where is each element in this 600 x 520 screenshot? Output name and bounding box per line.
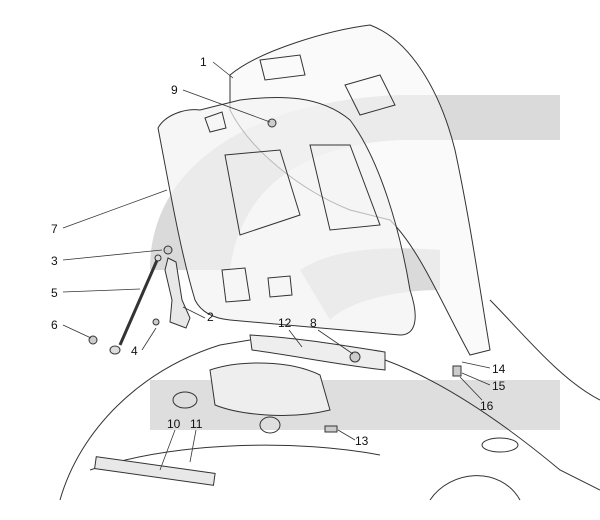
callout-1: 1	[200, 55, 207, 69]
callout-14: 14	[492, 362, 506, 376]
callout-13: 13	[355, 434, 369, 448]
hood-seal	[249, 334, 386, 371]
clip-13	[324, 425, 338, 433]
callout-15: 15	[492, 379, 506, 393]
gas-strut	[109, 254, 162, 355]
bolt-3	[163, 245, 173, 255]
hood-hinge	[164, 257, 191, 329]
callout-16: 16	[480, 399, 494, 413]
callout-10: 10	[167, 417, 181, 431]
leader-lines	[62, 61, 491, 471]
callout-5: 5	[51, 286, 58, 300]
callout-6: 6	[51, 318, 58, 332]
callout-2: 2	[207, 310, 214, 324]
stop-9	[267, 118, 277, 128]
callout-4: 4	[131, 344, 138, 358]
latch-15	[452, 365, 462, 377]
hood-insulation-panel	[157, 96, 416, 336]
callout-11: 11	[190, 417, 203, 431]
bumper-8	[349, 351, 361, 363]
callout-8: 8	[310, 316, 317, 330]
callout-9: 9	[171, 83, 178, 97]
callout-12: 12	[278, 316, 292, 330]
callout-7: 7	[51, 222, 58, 236]
callout-3: 3	[51, 254, 58, 268]
car-front-body	[59, 299, 600, 501]
bolt-4	[152, 318, 160, 326]
